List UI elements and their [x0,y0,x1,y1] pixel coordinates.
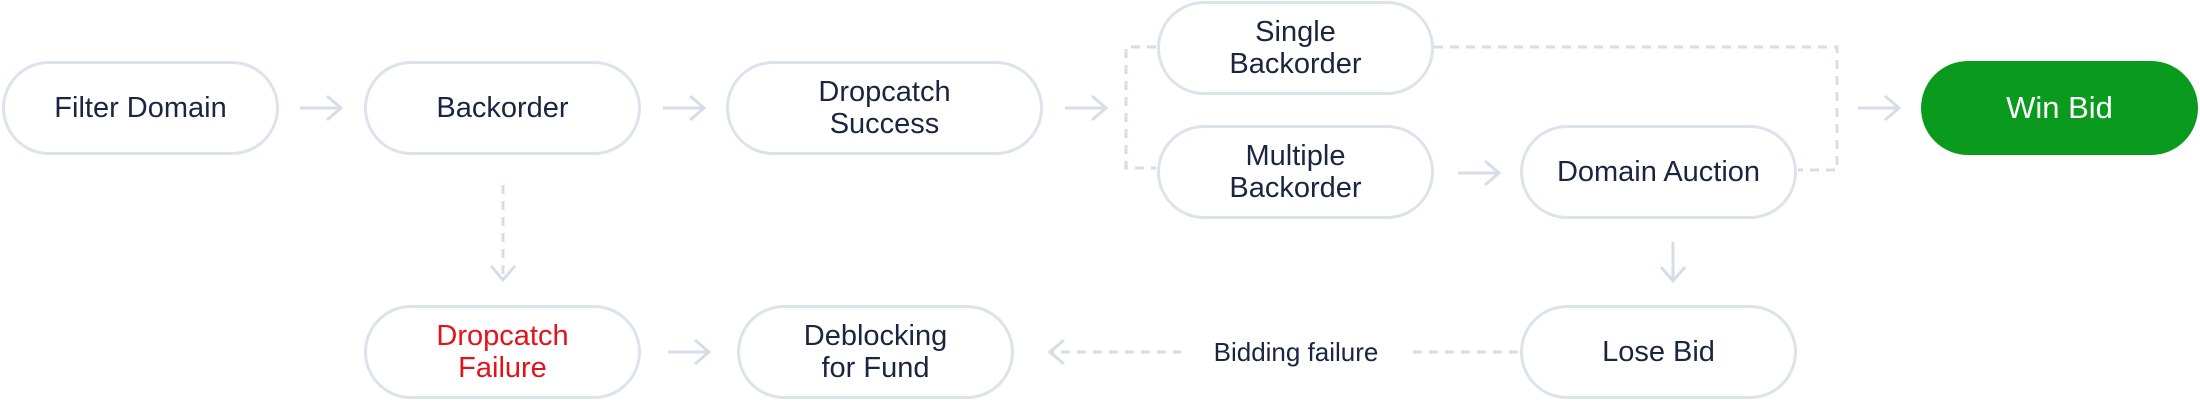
arrow-multiple-to-auction [1458,159,1502,187]
arrow-to-win-bid [1858,94,1902,122]
arrow-dropcatch-success-to-branch [1065,94,1109,122]
node-single-backorder-label: Single Backorder [1229,16,1362,80]
dashed-single-to-win-route [1434,45,1839,172]
node-domain-auction: Domain Auction [1520,125,1797,219]
node-win-bid-label: Win Bid [2006,90,2113,125]
arrow-auction-to-lose-bid [1659,242,1687,284]
arrow-backorder-to-dropcatch-success [663,94,707,122]
node-domain-auction-label: Domain Auction [1556,156,1761,188]
dashed-backorder-to-failure [489,185,517,283]
node-filter-domain: Filter Domain [2,61,279,155]
node-win-bid: Win Bid [1921,61,2198,155]
node-dropcatch-success-label: Dropcatch Success [818,76,951,140]
node-filter-domain-label: Filter Domain [54,92,227,124]
node-backorder: Backorder [364,61,641,155]
node-dropcatch-success: Dropcatch Success [726,61,1043,155]
node-lose-bid: Lose Bid [1520,305,1797,399]
node-lose-bid-label: Lose Bid [1602,336,1715,368]
arrow-filter-to-backorder [300,94,344,122]
node-dropcatch-failure: Dropcatch Failure [364,305,641,399]
node-multiple-backorder: Multiple Backorder [1157,125,1434,219]
node-dropcatch-failure-label: Dropcatch Failure [436,320,569,384]
node-deblocking-for-fund-label: Deblocking for Fund [803,320,948,384]
node-deblocking-for-fund: Deblocking for Fund [737,305,1014,399]
dashed-branch-bracket [1124,45,1156,170]
node-multiple-backorder-label: Multiple Backorder [1229,140,1362,204]
node-backorder-label: Backorder [436,92,569,124]
arrow-failure-to-deblocking [668,338,712,366]
edge-label-bidding-failure: Bidding failure [1181,336,1411,368]
node-single-backorder: Single Backorder [1157,1,1434,95]
